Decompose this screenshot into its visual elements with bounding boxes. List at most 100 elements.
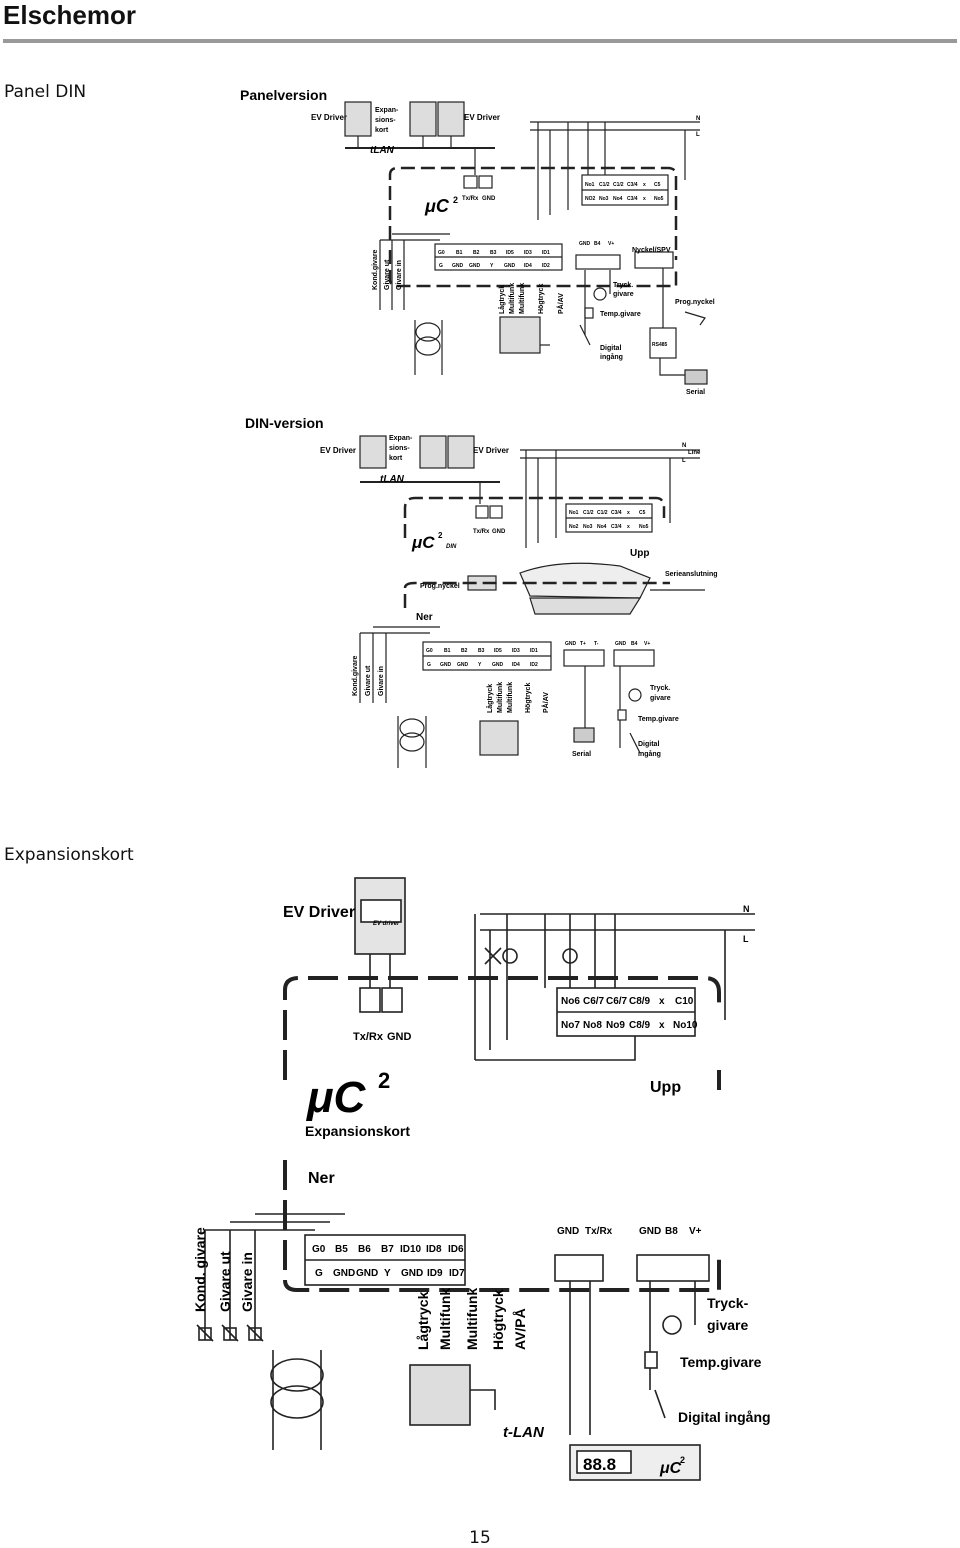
panel-n: N [696, 116, 700, 122]
exp-ner: Ner [308, 1170, 335, 1187]
exp-l: L [743, 934, 749, 944]
exp-term-top-0: G0 [312, 1244, 326, 1255]
exp-display-logo-sup: 2 [680, 1455, 685, 1465]
din-tryck-1: Tryck. [650, 685, 670, 692]
panel-exp-line3: kort [375, 127, 389, 134]
exp-n: N [743, 904, 750, 914]
panel-input-4: PÅ/AV [556, 293, 565, 314]
din-gnd: GND [492, 529, 506, 535]
din-term-bot-1: GND [440, 662, 452, 668]
page-title: Elschemor [3, 0, 136, 30]
exp-upp: Upp [650, 1079, 681, 1096]
din-term-top-0: G0 [426, 648, 433, 654]
exp-probe-1: Givare ut [217, 1251, 233, 1312]
panel-gnd-b4-2: V+ [608, 241, 614, 247]
panel-temp: Temp.givare [600, 311, 641, 318]
expansion-card-diagram: EV Driver EV driver N L Tx/Rx GND No6 C6… [192, 877, 771, 1481]
panel-tryck-1: Tryck. [613, 282, 633, 289]
exp-ev-box-label: EV driver [373, 921, 400, 927]
panel-exp-line2: sions- [375, 117, 396, 124]
panel-gnd-b4-0: GND [579, 241, 591, 247]
exp-uc-sup: 2 [378, 1068, 390, 1093]
exp-tryck-1: Tryck- [707, 1295, 749, 1311]
din-prog: Prog.nyckel [420, 583, 460, 590]
panel-txrx: Tx/Rx [462, 196, 479, 202]
din-version-diagram: DIN-version EV Driver EV Driver Expan- s… [245, 415, 718, 768]
din-term-top-3: B3 [478, 648, 485, 654]
exp-gnd: GND [387, 1031, 412, 1043]
panel-out-top-2: C1/2 [613, 182, 624, 188]
exp-input-2: Multifunk [464, 1288, 480, 1350]
panel-out-top-0: No1 [585, 182, 595, 188]
exp-display: 88.8 [583, 1455, 616, 1474]
exp-term-bot-5: ID9 [427, 1268, 443, 1279]
exp-out-bot-3: C8/9 [629, 1020, 651, 1031]
exp-out-top-2: C6/7 [606, 996, 628, 1007]
exp-out-top-1: C6/7 [583, 996, 605, 1007]
panel-serial: Serial [686, 389, 705, 396]
panel-term-top-3: B3 [490, 250, 497, 256]
exp-term-top-2: B6 [358, 1244, 371, 1255]
panel-out-bot-4: x [643, 196, 646, 202]
din-out-bot-3: C3/4 [611, 524, 622, 530]
exp-term-top-4: ID10 [400, 1244, 422, 1255]
din-tryck-2: givare [650, 695, 671, 702]
exp-tryck-2: givare [707, 1317, 748, 1333]
header-divider [3, 39, 957, 43]
din-digital-1: Digital [638, 741, 659, 748]
din-heading: DIN-version [245, 415, 324, 431]
din-uc-sub: DIN [446, 544, 457, 550]
exp-term-bot-3: Y [384, 1268, 391, 1279]
panel-probe-1: Givare ut [384, 259, 391, 290]
panel-probe-2: Givare in [396, 260, 403, 290]
din-term-bot-5: ID4 [512, 662, 520, 668]
exp-tlan: t-LAN [503, 1424, 545, 1441]
din-input-3: Högtryck [525, 683, 532, 713]
exp-out-top-3: C8/9 [629, 996, 651, 1007]
panel-term-bot-6: ID2 [542, 263, 550, 269]
din-term-top-4: ID5 [494, 648, 502, 654]
din-term-bot-3: Y [478, 662, 482, 668]
din-upp: Upp [630, 548, 649, 559]
din-out-bot-2: No4 [597, 524, 607, 530]
exp-out-bot-2: No9 [606, 1020, 625, 1031]
din-term-top-1: B1 [444, 648, 451, 654]
din-uc-sup: 2 [438, 531, 443, 540]
din-term-bot-2: GND [457, 662, 469, 668]
exp-uc-logo: μC [305, 1073, 367, 1122]
panel-term-bot-0: G [439, 263, 443, 269]
panel-term-bot-1: GND [452, 263, 464, 269]
panel-term-top-0: G0 [438, 250, 445, 256]
exp-out-bot-1: No8 [583, 1020, 602, 1031]
panel-term-top-4: ID5 [506, 250, 514, 256]
panel-out-top-3: C3/4 [627, 182, 638, 188]
din-out-bot-5: No5 [639, 524, 649, 530]
exp-probe-0: Kond. givare [192, 1227, 208, 1312]
din-txrx: Tx/Rx [473, 529, 490, 535]
panel-exp-line1: Expan- [375, 107, 399, 114]
exp-card-label: Expansionskort [305, 1123, 410, 1139]
din-input-1: Multifunk [497, 682, 504, 713]
exp-term-top-3: B7 [381, 1244, 394, 1255]
exp-gnd-txrx-0: GND [557, 1226, 579, 1237]
panel-digital-1: Digital [600, 345, 621, 352]
din-ev-driver-right: EV Driver [473, 446, 509, 455]
exp-input-0: Lågtryck [415, 1291, 431, 1350]
panel-gnd-b4-1: B4 [594, 241, 601, 247]
page-number: 15 [469, 1528, 491, 1548]
panel-out-bot-2: No4 [613, 196, 623, 202]
exp-ev-driver: EV Driver [283, 904, 355, 921]
panel-term-top-1: B1 [456, 250, 463, 256]
exp-gnd-b8-1: B8 [665, 1226, 678, 1237]
panel-out-bot-5: No5 [654, 196, 664, 202]
din-term-bot-6: ID2 [530, 662, 538, 668]
panel-input-0: Lågtryck [498, 285, 506, 314]
panel-gnd: GND [482, 196, 496, 202]
exp-term-bot-1: GND [333, 1268, 355, 1279]
din-input-0: Lågtryck [486, 684, 494, 713]
din-ner: Ner [416, 612, 433, 623]
panel-out-bot-3: C3/4 [627, 196, 638, 202]
exp-term-bot-0: G [315, 1268, 323, 1279]
din-exp-line2: sions- [389, 445, 410, 452]
exp-out-bot-4: x [659, 1020, 665, 1031]
